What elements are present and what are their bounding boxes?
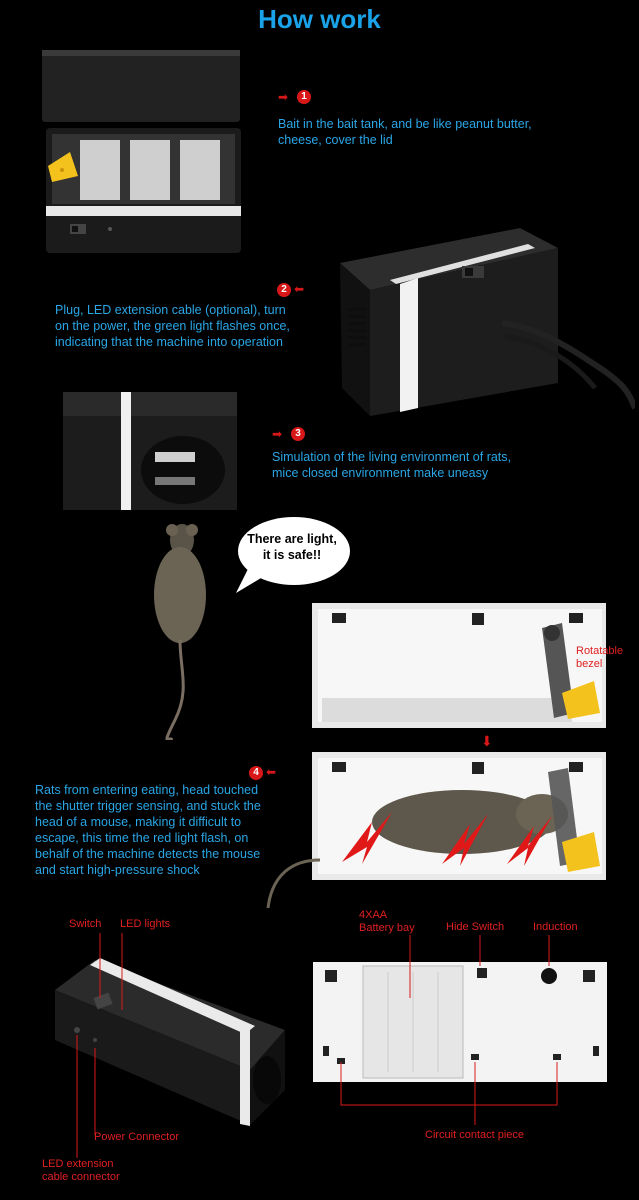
step-4-line-1: Rats from entering eating, head touched <box>35 783 259 797</box>
step-1-line-2: cheese, cover the lid <box>278 133 393 147</box>
speech-line-1: There are light, <box>247 532 337 546</box>
battery-bay-image <box>313 962 608 1084</box>
arrow-right-icon: ➡ <box>278 90 289 104</box>
power-connector-label: Power Connector <box>94 1131 179 1143</box>
step-3-text: Simulation of the living environment of … <box>272 449 511 481</box>
step-2-line-2: on the power, the green light flashes on… <box>55 319 290 333</box>
step-1-badge: 1 <box>297 90 311 104</box>
battery-line-1: 4XAA <box>359 909 388 921</box>
speech-line-2: it is safe!! <box>262 548 322 562</box>
arrow-left-icon-4: ⬅ <box>266 765 277 779</box>
switch-label: Switch <box>69 918 102 930</box>
speech-bubble: There are light, it is safe!! <box>232 515 352 593</box>
rat-tail-image <box>262 840 322 910</box>
step-4-badge: 4 <box>249 766 263 780</box>
step-3-line-1: Simulation of the living environment of … <box>272 450 512 464</box>
device-with-cable-image <box>330 218 635 418</box>
step-2-text: Plug, LED extension cable (optional), tu… <box>55 302 290 350</box>
step-4-line-2: the shutter trigger sensing, and stuck t… <box>35 799 261 813</box>
step-2-line-1: Plug, LED extension cable (optional), tu… <box>55 303 286 317</box>
rotatable-text: Rotatable <box>576 645 624 657</box>
device-bottom-left-image <box>55 930 290 1130</box>
step-4-text: Rats from entering eating, head touched … <box>35 782 261 878</box>
step-1-text: Bait in the bait tank, and be like peanu… <box>278 116 532 148</box>
device-open-lid-image <box>40 48 245 253</box>
step-4-line-6: and start high-pressure shock <box>35 863 200 877</box>
interior-empty-image <box>312 603 606 730</box>
induction-label: Induction <box>533 921 578 933</box>
led-ext-line-2: cable connector <box>42 1171 120 1183</box>
bezel-text: bezel <box>576 658 603 670</box>
circuit-label: Circuit contact piece <box>425 1129 525 1141</box>
step-4-line-3: head of a mouse, making it difficult to <box>35 815 242 829</box>
page-title: How work <box>258 4 381 34</box>
led-ext-line-1: LED extension <box>42 1158 114 1170</box>
step-1-line-1: Bait in the bait tank, and be like peanu… <box>278 117 532 131</box>
battery-line-2: Battery bay <box>359 922 415 934</box>
hide-switch-label: Hide Switch <box>446 921 505 933</box>
device-entrance-image <box>63 392 241 512</box>
mouse-image <box>150 520 220 740</box>
step-4-line-5: behalf of the machine detects the mouse <box>35 847 261 861</box>
battery-label: 4XAA Battery bay <box>359 909 415 935</box>
step-4-line-4: escape, this time the red light flash, o… <box>35 831 249 845</box>
step-3-line-2: mice closed environment make uneasy <box>272 466 489 480</box>
arrow-right-icon-3: ➡ <box>272 427 283 441</box>
arrow-down-icon: ⬇ <box>481 733 493 749</box>
step-2-line-3: indicating that the machine into operati… <box>55 335 283 349</box>
led-lights-label: LED lights <box>120 918 171 930</box>
interior-rat-image <box>312 752 606 882</box>
arrow-left-icon: ⬅ <box>294 282 305 296</box>
rotatable-label: Rotatable bezel <box>576 645 623 671</box>
step-3-badge: 3 <box>291 427 305 441</box>
led-ext-label: LED extension cable connector <box>42 1158 120 1184</box>
step-2-badge: 2 <box>277 283 291 297</box>
